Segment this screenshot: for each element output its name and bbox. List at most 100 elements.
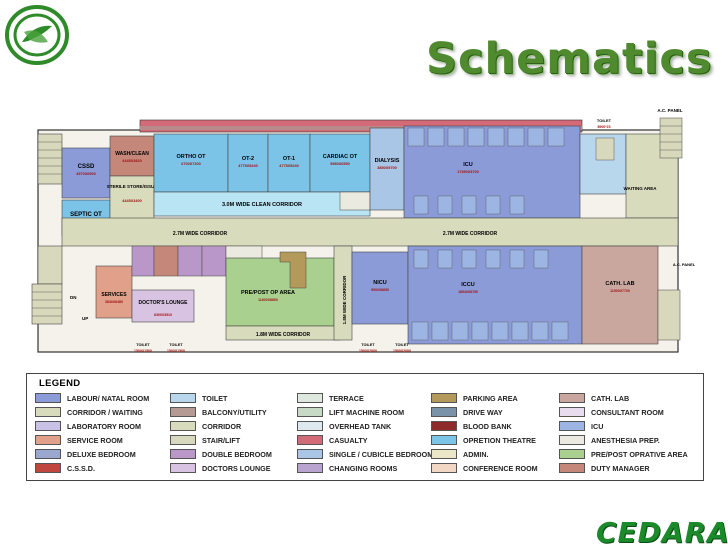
icu-top-area: 17690X3700 (457, 170, 479, 174)
toilet-top-label: TOILET (597, 118, 612, 123)
legend-swatch (431, 407, 457, 417)
legend-label: DOCTORS LOUNGE (202, 463, 271, 473)
legend-swatch (431, 421, 457, 431)
cedara-logo (5, 5, 69, 65)
iccu-area: 18540X6790 (458, 290, 478, 294)
legend-item: C.S.S.D. (35, 462, 95, 474)
legend-item: LIFT MACHINE ROOM (297, 406, 404, 418)
legend-label: OPRETION THEATRE (463, 435, 536, 445)
legend-label: CORRIDOR (202, 421, 242, 431)
ortho-ot-room (153, 133, 229, 193)
nicu-room (351, 251, 409, 325)
legend-label: DUTY MANAGER (591, 463, 650, 473)
legend-swatch (35, 393, 61, 403)
legend-label: ANESTHESIA PREP. (591, 435, 660, 445)
ot2-label: OT-2 (242, 156, 254, 162)
cath-lab-label: CATH. LAB (605, 281, 634, 287)
legend-swatch (35, 407, 61, 417)
legend-swatch (559, 407, 585, 417)
preop-area-label: PRE/POST OP AREA (241, 290, 295, 296)
legend-label: CORRIDOR / WAITING (67, 407, 143, 417)
doctors-lounge-label: DOCTOR'S LOUNGE (139, 300, 189, 306)
legend-label: CATH. LAB (591, 393, 630, 403)
legend-label: TERRACE (329, 393, 364, 403)
legend-label: PRE/POST OPRATIVE AREA (591, 449, 688, 459)
legend-item: TERRACE (297, 392, 364, 404)
toilet-b4-label: TOILET (395, 343, 409, 347)
legend-swatch (559, 449, 585, 459)
legend-swatch (297, 463, 323, 473)
toilet-b3-area: 1500X2000 (359, 349, 377, 353)
legend-swatch (559, 393, 585, 403)
legend-swatch (297, 435, 323, 445)
stair-right-bottom (657, 289, 681, 341)
septic-ot-label: SEPTIC OT (70, 212, 102, 218)
legend-item: ADMIN. (431, 448, 489, 460)
doctors-lounge-area: 6300X3510 (154, 313, 172, 317)
legend-item: CATH. LAB (559, 392, 629, 404)
legend-swatch (170, 463, 196, 473)
legend-item: PRE/POST OPRATIVE AREA (559, 448, 688, 460)
dialysis-area: 3850X9700 (377, 166, 396, 170)
toilet-b2-area: 1500X1500 (167, 349, 185, 353)
main-corridor (61, 217, 679, 247)
ot2-area: 4775X5240 (238, 164, 257, 168)
ot2-room (227, 133, 269, 193)
legend-swatch (297, 421, 323, 431)
nicu-area: 5930X8650 (371, 288, 389, 292)
cardiac-ot-room (309, 133, 371, 193)
legend-item: DRIVE WAY (431, 406, 503, 418)
cath-lab-room (581, 245, 659, 345)
legend-item: LABORATORY ROOM (35, 420, 141, 432)
cath-lab-area: 11500X7700 (610, 289, 630, 293)
legend-label: BLOOD BANK (463, 421, 512, 431)
stair-left-bottom (31, 283, 63, 325)
bottom-corridor-label: 1.8M WIDE CORRIDOR (256, 332, 311, 338)
toilet-b1-area: 1500X1500 (134, 349, 152, 353)
legend-swatch (431, 449, 457, 459)
legend-item: DUTY MANAGER (559, 462, 650, 474)
corridor-left-label: 2.7M WIDE CORRIDOR (173, 231, 228, 237)
legend-item: TOILET (170, 392, 227, 404)
legend-label: ADMIN. (463, 449, 489, 459)
legend-item: CONSULTANT ROOM (559, 406, 664, 418)
toilet-b4-area: 1500X2000 (393, 349, 411, 353)
legend-item: BALCONY/UTILITY (170, 406, 267, 418)
cardiac-ot-label: CARDIAC OT (323, 154, 358, 160)
corridor-right-label: 2.7M WIDE CORRIDOR (443, 231, 498, 237)
legend-item: CORRIDOR / WAITING (35, 406, 143, 418)
legend-item: DOUBLE BEDROOM (170, 448, 272, 460)
up-label: UP (82, 316, 88, 321)
legend-label: SERVICE ROOM (67, 435, 123, 445)
legend-label: ICU (591, 421, 604, 431)
legend-label: DRIVE WAY (463, 407, 503, 417)
vertical-corridor-label: 1.8M WIDE CORRIDOR (342, 275, 347, 325)
legend-label: OVERHEAD TANK (329, 421, 392, 431)
dialysis-room (369, 127, 405, 211)
legend-swatch (170, 449, 196, 459)
legend-item: BLOOD BANK (431, 420, 512, 432)
iccu-label: ICCU (461, 282, 474, 288)
cardiac-ot-area: 5980X6550 (330, 162, 349, 166)
ortho-ot-label: ORTHO OT (176, 154, 206, 160)
services-area: 3840X6480 (105, 300, 123, 304)
sterile-store-room (109, 175, 155, 221)
legend-swatch (559, 463, 585, 473)
ortho-ot-area: 6700X7200 (181, 162, 200, 166)
toilet-b3-label: TOILET (361, 343, 375, 347)
legend-item: CONFERENCE ROOM (431, 462, 538, 474)
legend-item: OVERHEAD TANK (297, 420, 391, 432)
legend-label: LABORATORY ROOM (67, 421, 142, 431)
legend-item: CHANGING ROOMS (297, 462, 397, 474)
legend-item: PARKING AREA (431, 392, 518, 404)
legend-swatch (170, 435, 196, 445)
legend-label: CONFERENCE ROOM (463, 463, 538, 473)
legend-item: DELUXE BEDROOM (35, 448, 136, 460)
toilet-b1-label: TOILET (136, 343, 150, 347)
wash-clean-area: 4445X3820 (122, 159, 141, 163)
legend-item: ANESTHESIA PREP. (559, 434, 660, 446)
legend-label: STAIR/LIFT (202, 435, 241, 445)
legend-swatch (35, 421, 61, 431)
